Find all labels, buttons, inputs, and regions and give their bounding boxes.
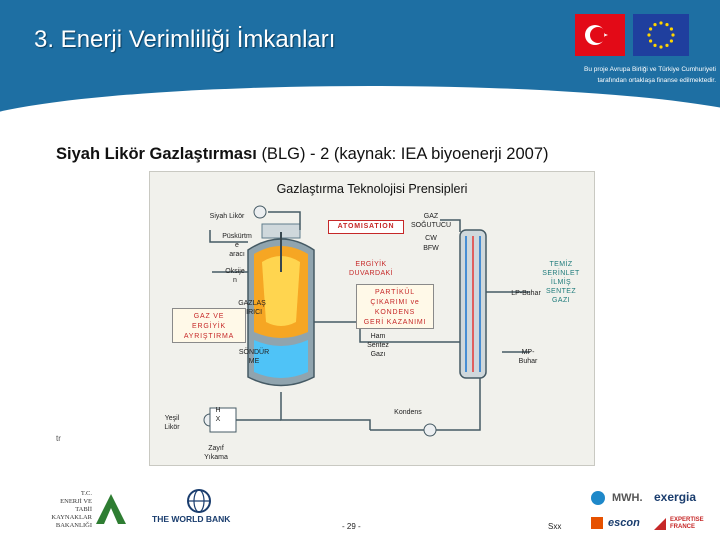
gasification-diagram: Gazlaştırma Teknolojisi Prensipleri ATOM… [149,171,595,466]
funding-notice: Bu proje Avrupa Birliği ve Türkiye Cumhu… [520,64,716,86]
ministry-line-3: TABİİ KAYNAKLAR [51,506,92,521]
eu-flag-icon [633,14,689,56]
ministry-logo: T.C. ENERJİ VE TABİİ KAYNAKLAR BAKANLIĞI [38,488,138,532]
mwh-text: MWH. [612,492,643,504]
liquor-pump-icon [253,205,267,219]
escon-icon [591,517,603,529]
slide-subtitle: Siyah Likör Gazlaştırması (BLG) - 2 (kay… [56,145,549,164]
subtitle-bold: Siyah Likör Gazlaştırması [56,145,257,163]
subtitle-source: (BLG) - 2 (kaynak: IEA biyoenerji 2007) [261,145,549,163]
turkey-flag-icon [575,14,625,56]
label-cw: CW [425,235,437,242]
mwh-globe-icon [591,491,605,505]
ministry-line-4: BAKANLIĞI [55,522,92,529]
expertise-france-icon [654,518,666,530]
ministry-line-2: ENERJİ VE [60,498,92,505]
escon-logo: escon [590,516,650,534]
funding-line-1: Bu proje Avrupa Birliği ve Türkiye Cumhu… [584,66,716,73]
label-lp-steam: LP-Buhar [511,290,541,297]
mwh-logo: MWH. [590,490,650,508]
label-condensate: Kondens [394,409,422,416]
condensate-pump-icon [423,423,437,437]
worldbank-text: THE WORLD BANK [152,514,231,524]
page-number: - 29 - [342,522,361,531]
ministry-line-1: T.C. [80,490,92,497]
ministry-emblem-icon [96,494,126,524]
process-drawing [203,205,530,437]
page-title: 3. Enerji Verimliliği İmkanları [34,26,336,53]
quench-zone-icon [254,340,308,378]
expertise-text: EXPERTISE FRANCE [670,517,704,530]
diagram-title: Gazlaştırma Teknolojisi Prensipleri [276,182,468,196]
worldbank-logo: THE WORLD BANK [152,488,242,532]
atomisation-box: ATOMISATION [328,220,404,234]
globe-icon [187,489,211,513]
footer-right-text: Sxx [548,522,562,531]
label-mp-steam: MP-Buhar [518,349,538,365]
tr-label: tr [56,434,61,443]
funding-line-2: tarafından ortaklaşa finanse edilmektedi… [597,77,716,84]
escon-text: escon [608,517,640,529]
exergia-logo: exergia [654,490,697,504]
heat-exchanger-icon [209,407,237,433]
label-bfw: BFW [423,245,439,252]
header-wave [0,86,720,128]
label-black-liquor: Siyah Likör [209,213,245,220]
expertise-france-logo: EXPERTISE FRANCE [652,516,716,538]
